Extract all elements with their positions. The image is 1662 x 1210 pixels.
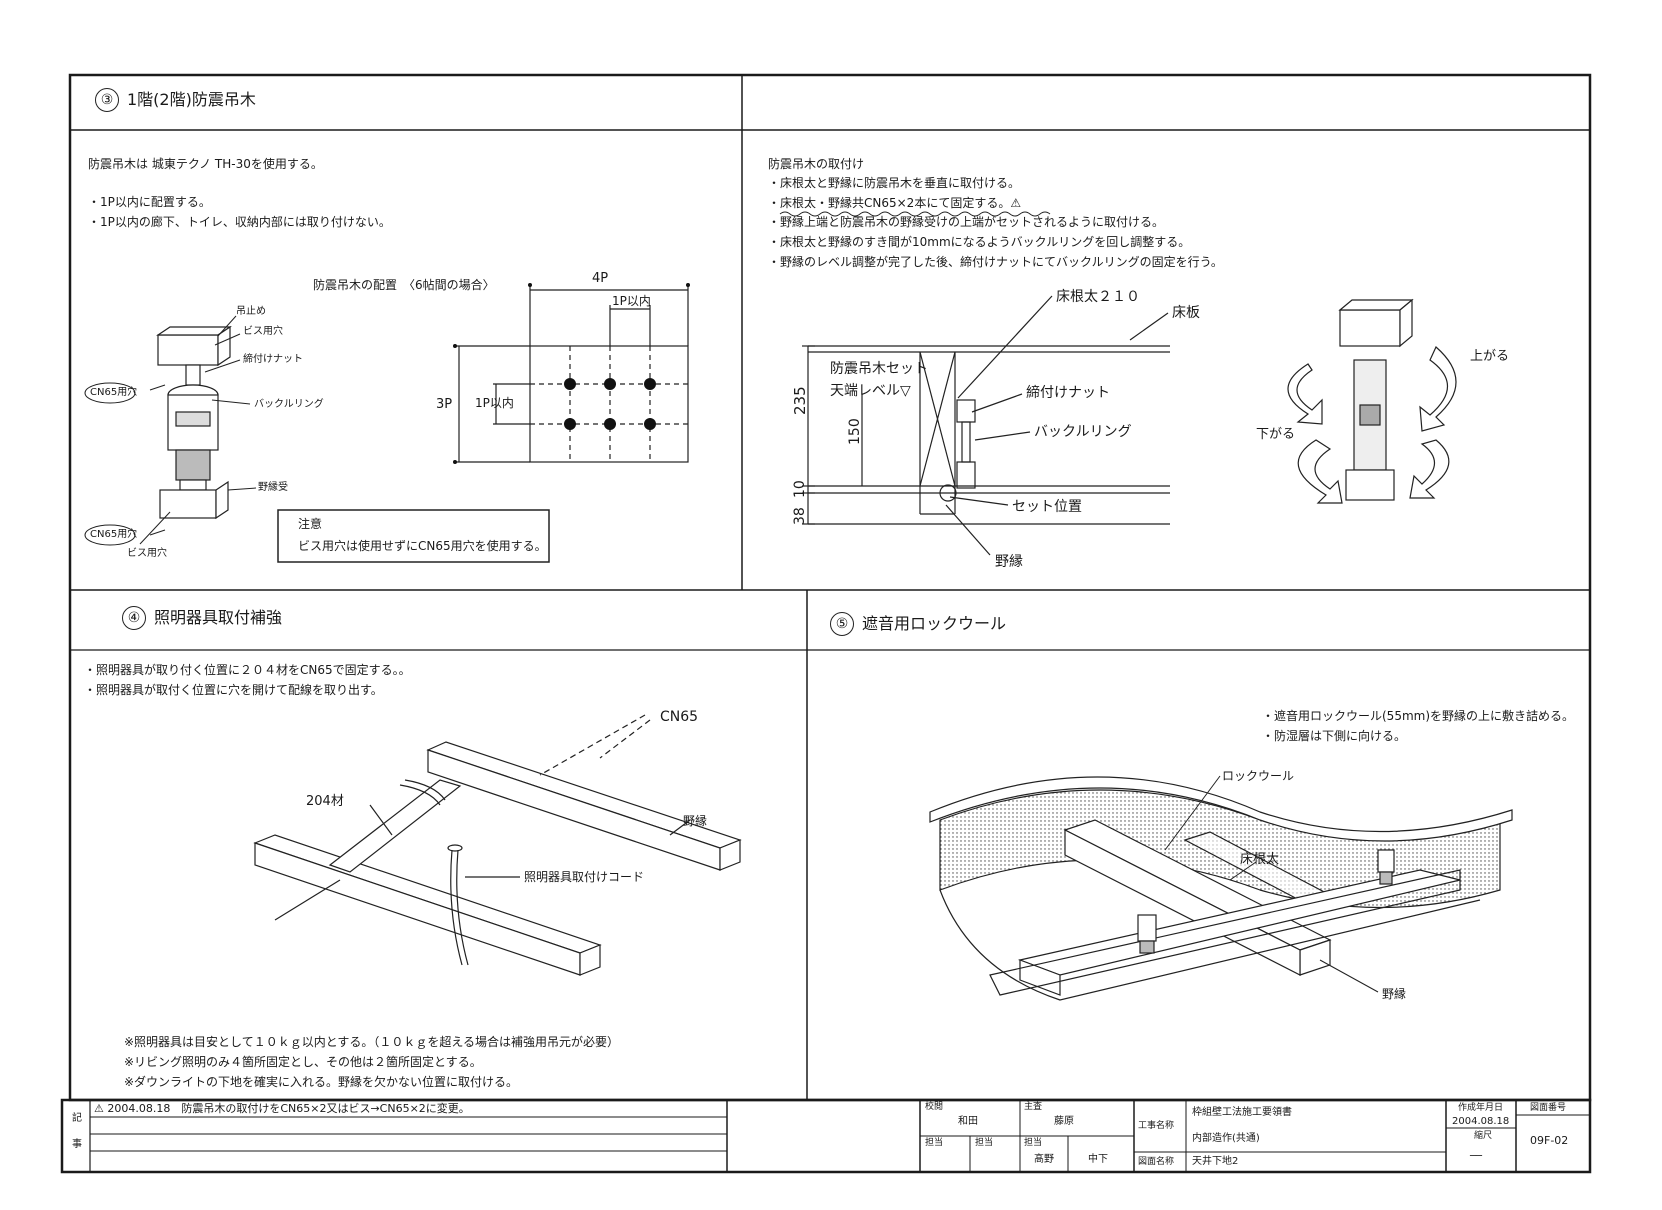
chief-label: 主査 [1024,1102,1043,1112]
charge-label: 担当 [975,1138,994,1148]
set-position-label: セット位置 [1012,499,1082,515]
layout-title: 防震吊木の配置 〈6帖間の場合〉 [313,278,495,292]
dim-3p: 3P [436,397,453,412]
rockwool-label: ロックウール [1222,769,1295,783]
remarks-side-label: 記 [72,1113,82,1124]
section3-bullet: ・1P以内に配置する。 [88,195,211,209]
joist-label: 床根太２１０ [1056,289,1140,305]
install-bullet: ・野縁のレベル調整が完了した後、締付けナットにてバックルリングの固定を行う。 [768,255,1223,269]
floorboard-label: 床板 [1172,305,1200,321]
project-label: 工事名称 [1138,1121,1175,1131]
charge-name: 中下 [1088,1154,1108,1165]
part-label: 野縁受 [258,482,288,493]
section5-heading: 遮音用ロックウール [862,614,1007,633]
section5-bullet: ・防湿層は下側に向ける。 [1262,729,1407,743]
revision-note: ⚠ 2004.08.18 防震吊木の取付けをCN65×2又はビス→CN65×2に… [94,1102,470,1115]
part-label: バックルリング [254,399,324,410]
charge-label: 担当 [925,1138,944,1148]
section3-title: ③ 1階(2階)防震吊木 [95,88,256,112]
cord-label: 照明器具取付けコード [524,870,645,884]
batten-label: 野縁 [1382,987,1407,1001]
drawing-name-label: 図面名称 [1138,1157,1175,1167]
part-label: 締付けナット [243,354,303,365]
up-label: 上がる [1470,349,1510,364]
section4-note: ※リビング照明のみ４箇所固定とし、その他は２箇所固定とする。 [124,1055,482,1069]
scale-label: 縮尺 [1474,1131,1493,1141]
batten-label: 野縁 [683,814,708,828]
dim-4p: 4P [592,271,609,286]
project-subtitle: 内部造作(共通) [1192,1133,1260,1144]
buckle-label: バックルリング [1034,424,1132,440]
section4-bullet: ・照明器具が取り付く位置に２０４材をCN65で固定する。。 [84,663,411,677]
down-label: 下がる [1256,427,1296,442]
part-label: 吊止め [236,306,266,317]
section4-title: ④ 照明器具取付補強 [122,606,282,630]
install-bullet: ・床根太と野縁のすき間が10mmになるようバックルリングを回し調整する。 [768,235,1191,249]
lumber-204-label: 204材 [306,794,344,809]
dim-1p-side: 1P以内 [475,396,514,410]
section4-note: ※照明器具は目安として１０ｋｇ以内とする。（１０ｋｇを超える場合は補強用吊元が必… [124,1035,619,1049]
section3-heading: 1階(2階)防震吊木 [127,90,256,109]
section4-heading: 照明器具取付補強 [154,608,283,627]
cn65-label: CN65 [660,709,699,725]
set-level-label: 防震吊木セット [830,361,928,377]
install-bullet: ・野縁上端と防震吊木の野縁受けの上端がセットされるように取付ける。 [768,215,1165,229]
drawing-number: 09F-02 [1530,1134,1569,1147]
section5-bullet: ・遮音用ロックウール(55mm)を野縁の上に敷き詰める。 [1262,709,1575,723]
chief-name: 藤原 [1054,1116,1074,1127]
section5-title: ⑤ 遮音用ロックウール [830,612,1006,636]
section3-intro: 防震吊木は 城東テクノ TH-30を使用する。 [88,157,323,171]
dim-1p-top: 1P以内 [612,294,651,308]
charge-name: 髙野 [1034,1154,1054,1165]
joist-label: 床根太 [1240,852,1280,867]
section3-bullet: ・1P以内の廊下、トイレ、収納内部には取り付けない。 [88,215,391,229]
batten-label: 野縁 [995,554,1023,570]
drawing-number-label: 図面番号 [1530,1103,1567,1113]
section3-number: ③ [95,88,119,112]
cn65-hole-label: CN65用穴 [90,387,138,398]
charge-label: 担当 [1024,1138,1043,1148]
nut-label: 締付けナット [1026,385,1110,401]
section4-bullet: ・照明器具が取付く位置に穴を開けて配線を取り出す。 [84,683,383,697]
section4-note: ※ダウンライトの下地を確実に入れる。野縁を欠かない位置に取付ける。 [124,1075,519,1089]
install-bullet: ・床根太と野縁に防震吊木を垂直に取付ける。 [768,176,1021,190]
drawing-name: 天井下地2 [1192,1156,1239,1167]
scale-value: ── [1470,1151,1483,1162]
date-label: 作成年月日 [1458,1103,1504,1113]
part-label: ビス用穴 [127,548,167,559]
section4-number: ④ [122,606,146,630]
checker-name: 和田 [958,1116,978,1127]
install-title: 防震吊木の取付け [768,157,865,171]
checker-label: 校閲 [925,1102,944,1112]
date-value: 2004.08.18 [1452,1116,1510,1127]
note-title: 注意 [298,517,323,531]
project-name: 枠組壁工法施工要領書 [1192,1107,1292,1118]
install-bullet: ・床根太・野縁共CN65×2本にて固定する。⚠ [768,196,1022,210]
cn65-hole-label: CN65用穴 [90,529,138,540]
remarks-side-label: 事 [72,1139,82,1150]
note-body: ビス用穴は使用せずにCN65用穴を使用する。 [298,539,547,553]
set-level-label: 天端レベル▽ [830,383,911,399]
part-label: ビス用穴 [243,326,283,337]
section5-number: ⑤ [830,612,854,636]
